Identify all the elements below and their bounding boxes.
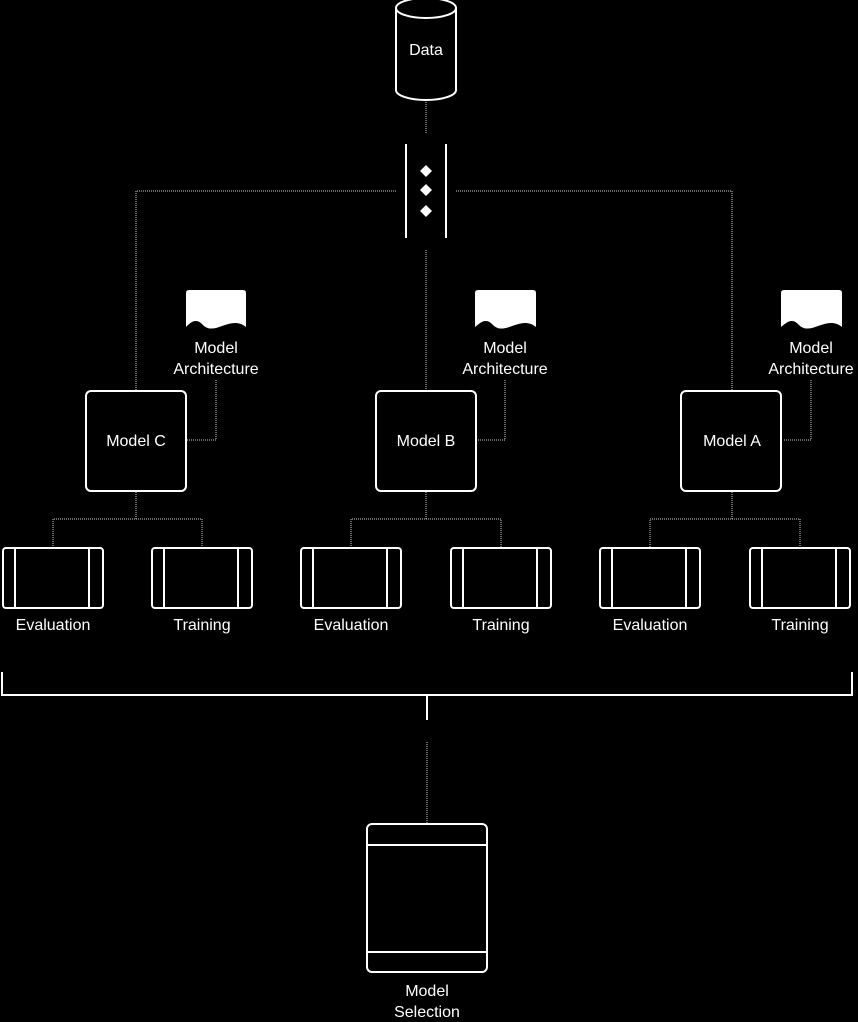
evaluation-process[interactable]	[599, 547, 701, 609]
model-selection-label: Selection	[394, 1004, 460, 1021]
model-a-group: Model Architecture Model A Evaluation Tr…	[599, 290, 854, 634]
connector-model-evaluation	[52, 492, 137, 547]
data-label: Data	[409, 42, 443, 59]
model-architecture-label: Model	[789, 340, 833, 357]
connector-architecture-model	[477, 380, 506, 441]
model-architecture-label: Model	[483, 340, 527, 357]
model-architecture-label: Architecture	[462, 361, 547, 378]
connector-model-evaluation	[350, 492, 427, 547]
document-icon	[186, 290, 246, 329]
training-label: Training	[771, 617, 828, 634]
splitter-node	[405, 144, 447, 238]
connector-splitter-model-a	[456, 190, 733, 390]
model-b-group: Model Architecture Model B Evaluation Tr…	[300, 290, 552, 634]
model-architecture-label: Model	[194, 340, 238, 357]
training-process[interactable]	[450, 547, 552, 609]
model-architecture-label: Architecture	[173, 361, 258, 378]
connector-model-training	[426, 518, 502, 547]
document-icon	[781, 290, 842, 329]
model-name: Model A	[703, 433, 761, 450]
model-name: Model B	[397, 433, 456, 450]
connector-architecture-model	[783, 380, 812, 441]
decision-diamonds-icon	[420, 165, 432, 217]
evaluation-label: Evaluation	[314, 617, 389, 634]
evaluation-process[interactable]	[300, 547, 402, 609]
model-architecture-label: Architecture	[768, 361, 853, 378]
training-label: Training	[173, 617, 230, 634]
model-box[interactable]	[85, 390, 187, 492]
model-selection-node[interactable]	[366, 823, 488, 973]
connector-model-training	[732, 518, 801, 547]
aggregation-bracket	[1, 672, 853, 720]
model-c-group: Model Architecture Model C Evaluation Tr…	[2, 290, 259, 634]
evaluation-label: Evaluation	[613, 617, 688, 634]
connector-model-training	[136, 518, 203, 547]
model-box[interactable]	[680, 390, 782, 492]
evaluation-label: Evaluation	[16, 617, 91, 634]
evaluation-process[interactable]	[2, 547, 104, 609]
data-cylinder: Data	[395, 0, 457, 101]
connector-splitter-model-c	[135, 190, 396, 390]
training-label: Training	[472, 617, 529, 634]
model-name: Model C	[106, 433, 166, 450]
document-icon	[475, 290, 536, 329]
connector-architecture-model	[187, 380, 217, 441]
model-selection-label: Model	[405, 983, 449, 1000]
training-process[interactable]	[749, 547, 851, 609]
training-process[interactable]	[151, 547, 253, 609]
connector-model-evaluation	[649, 492, 733, 547]
model-box[interactable]	[375, 390, 477, 492]
